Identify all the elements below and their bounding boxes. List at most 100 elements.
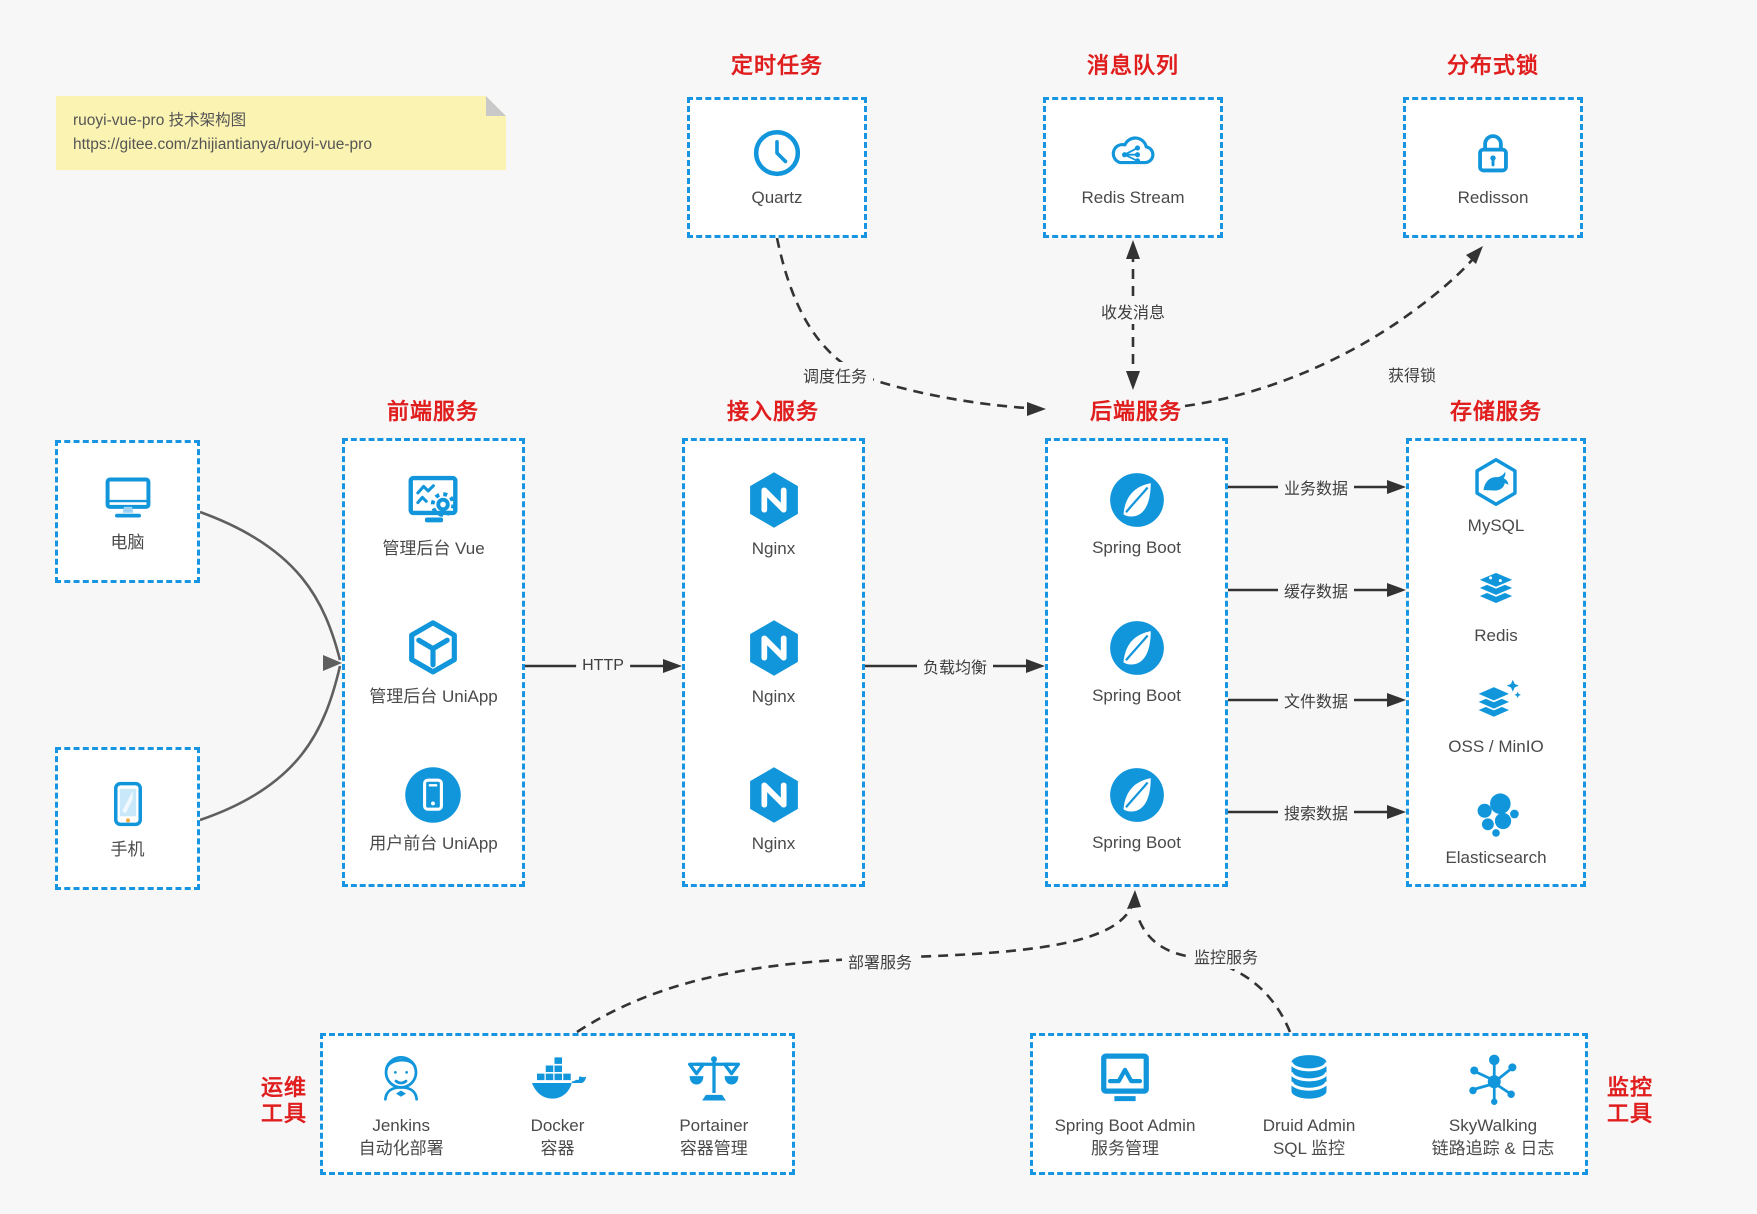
group-title-monitor-tools: 监控工具 xyxy=(1606,1075,1653,1127)
dashed-arrowheads xyxy=(1027,240,1483,909)
node-spring-boot-2: Spring Boot xyxy=(1092,618,1181,707)
node-sublabel: SQL 监控 xyxy=(1272,1138,1346,1158)
lock-icon xyxy=(1466,126,1520,180)
node-admin-vue: 管理后台 Vue xyxy=(382,469,485,560)
node-nginx-3: Nginx xyxy=(743,764,805,855)
desktop-icon xyxy=(99,469,157,525)
node-redis-stream: Redis Stream xyxy=(1082,126,1184,209)
node-label: Spring Boot xyxy=(1092,833,1181,853)
node-spring-boot-1: Spring Boot xyxy=(1092,470,1181,559)
spring-boot-icon xyxy=(1107,765,1167,825)
node-redisson: Redisson xyxy=(1458,126,1528,209)
node-label: Spring Boot Admin xyxy=(1054,1116,1196,1136)
group-title-scheduled-task: 定时任务 xyxy=(730,53,824,78)
smartphone-icon xyxy=(100,776,156,832)
node-nginx-2: Nginx xyxy=(743,617,805,708)
device-box-mobile: 手机 xyxy=(55,747,200,890)
node-label: 电脑 xyxy=(110,532,145,552)
node-sublabel: 容器 xyxy=(540,1138,575,1158)
edge-label-cache-data: 缓存数据 xyxy=(1277,577,1355,603)
elasticsearch-icon xyxy=(1470,788,1522,840)
node-label: Portainer xyxy=(679,1116,749,1136)
note-title: ruoyi-vue-pro 技术架构图 xyxy=(73,112,247,129)
group-box-frontend: 管理后台 Vue 管理后台 UniApp 用户前台 UniApp xyxy=(342,438,525,887)
group-box-backend: Spring Boot Spring Boot Spring Boot xyxy=(1045,438,1228,887)
group-box-ops-tools: Jenkins 自动化部署 Docker 容器 Portainer 容器管理 xyxy=(320,1033,795,1175)
nginx-icon xyxy=(743,469,805,531)
group-title-storage: 存储服务 xyxy=(1449,399,1543,424)
node-label: Spring Boot xyxy=(1092,538,1181,558)
node-admin-uniapp: 管理后台 UniApp xyxy=(369,617,498,708)
node-label: Elasticsearch xyxy=(1445,847,1547,867)
node-label: OSS / MinIO xyxy=(1448,737,1544,757)
solid-arrows xyxy=(525,485,1388,814)
group-box-gateway: Nginx Nginx Nginx xyxy=(682,438,865,887)
node-sublabel: 服务管理 xyxy=(1091,1138,1159,1158)
group-box-monitor-tools: Spring Boot Admin 服务管理 Druid Admin SQL 监… xyxy=(1030,1033,1588,1175)
druid-icon xyxy=(1279,1048,1339,1108)
schedule-task-arrow xyxy=(775,237,1029,410)
edge-label-file-data: 文件数据 xyxy=(1277,687,1355,713)
node-nginx-1: Nginx xyxy=(743,469,805,560)
spring-boot-icon xyxy=(1107,470,1167,530)
node-label: Docker xyxy=(530,1116,585,1136)
node-label: Druid Admin xyxy=(1262,1116,1356,1136)
node-label: 管理后台 UniApp xyxy=(369,686,498,706)
group-title-message-queue: 消息队列 xyxy=(1086,53,1180,78)
edge-label-business-data: 业务数据 xyxy=(1277,474,1355,500)
group-box-message-queue: Redis Stream xyxy=(1043,97,1223,238)
node-quartz: Quartz xyxy=(750,126,804,209)
node-portainer: Portainer 容器管理 xyxy=(636,1048,792,1160)
node-pc: 电脑 xyxy=(99,469,157,554)
node-skywalking: SkyWalking 链路追踪 & 日志 xyxy=(1401,1048,1585,1160)
node-label: Nginx xyxy=(751,686,796,706)
skywalking-icon xyxy=(1463,1048,1523,1108)
cloud-share-icon xyxy=(1105,126,1161,180)
group-box-scheduled-task: Quartz xyxy=(687,97,867,238)
node-redis: Redis xyxy=(1470,566,1522,647)
node-label: 管理后台 Vue xyxy=(382,539,485,559)
acquire-lock-arrow xyxy=(1184,259,1473,408)
edge-label-monitor-service: 监控服务 xyxy=(1187,943,1265,969)
edge-label-http: HTTP xyxy=(576,656,630,676)
edge-label-schedule-task: 调度任务 xyxy=(796,362,874,388)
note-url: https://gitee.com/zhijiantianya/ruoyi-vu… xyxy=(73,136,372,153)
monitor-service-arrow xyxy=(1135,913,1292,1033)
admin-vue-icon xyxy=(403,469,465,531)
node-label: Quartz xyxy=(751,187,803,207)
group-box-distributed-lock: Redisson xyxy=(1403,97,1583,238)
group-title-frontend: 前端服务 xyxy=(386,399,480,424)
solid-arrowheads xyxy=(663,480,1406,819)
redis-icon xyxy=(1470,566,1522,618)
group-title-ops-tools: 运维工具 xyxy=(260,1075,307,1127)
node-label: 手机 xyxy=(110,839,145,859)
uniapp-cube-icon xyxy=(402,617,464,679)
jenkins-icon xyxy=(371,1048,431,1108)
node-spring-boot-admin: Spring Boot Admin 服务管理 xyxy=(1033,1048,1217,1160)
spring-boot-admin-icon xyxy=(1095,1048,1155,1108)
node-docker: Docker 容器 xyxy=(479,1048,635,1160)
edge-label-send-receive-msg: 收发消息 xyxy=(1094,298,1172,324)
edge-label-load-balance: 负载均衡 xyxy=(916,653,994,679)
device-merge-curves xyxy=(199,510,342,822)
clock-icon xyxy=(750,126,804,180)
device-merge-arrowhead xyxy=(323,655,342,671)
node-label: 用户前台 UniApp xyxy=(369,834,498,854)
nginx-icon xyxy=(743,764,805,826)
oss-minio-icon xyxy=(1470,677,1522,729)
node-druid-admin: Druid Admin SQL 监控 xyxy=(1217,1048,1401,1160)
node-label: Jenkins xyxy=(372,1116,430,1136)
sticky-note: ruoyi-vue-pro 技术架构图 https://gitee.com/zh… xyxy=(56,96,506,170)
node-oss-minio: OSS / MinIO xyxy=(1448,677,1544,758)
group-title-backend: 后端服务 xyxy=(1089,399,1183,424)
group-box-storage: MySQL Redis OSS / MinIO Elasticsearch xyxy=(1406,438,1586,887)
node-user-uniapp: 用户前台 UniApp xyxy=(369,764,498,855)
nginx-icon xyxy=(743,617,805,679)
edge-label-search-data: 搜索数据 xyxy=(1277,799,1355,825)
node-label: SkyWalking xyxy=(1448,1116,1538,1136)
node-label: Nginx xyxy=(751,539,796,559)
node-sublabel: 链路追踪 & 日志 xyxy=(1431,1138,1555,1158)
node-sublabel: 容器管理 xyxy=(679,1138,748,1158)
edge-label-deploy-service: 部署服务 xyxy=(841,948,919,974)
